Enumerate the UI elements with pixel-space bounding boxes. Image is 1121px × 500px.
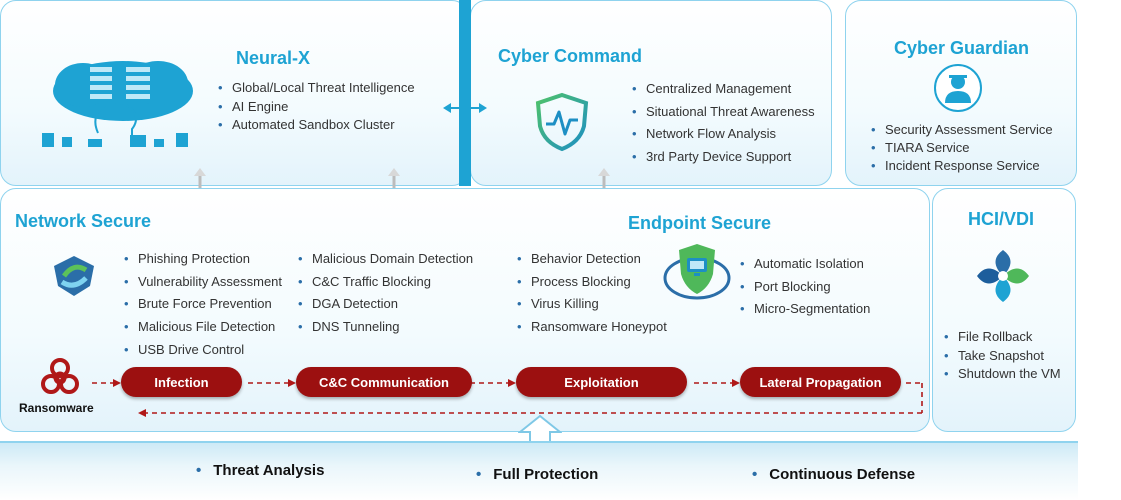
feature-item: Phishing Protection (124, 248, 282, 271)
endpoint-shield-icon (663, 244, 731, 300)
feature-item: Centralized Management (632, 78, 815, 101)
hci-vdi-panel (932, 188, 1076, 432)
feature-item: Malicious File Detection (124, 316, 282, 339)
feature-item: Automatic Isolation (740, 253, 870, 276)
service-person-icon (934, 64, 982, 112)
feature-item: Ransomware Honeypot (517, 316, 667, 339)
network-secure-title: Network Secure (15, 211, 152, 231)
endpoint-secure-title: Endpoint Secure (628, 213, 772, 233)
feature-item: USB Drive Control (124, 339, 282, 362)
kill-chain-flow (92, 379, 923, 417)
feature-item: File Rollback (944, 328, 1061, 347)
hci-vdi-features: File Rollback Take Snapshot Shutdown the… (944, 328, 1061, 384)
stage-lateral-propagation: Lateral Propagation (740, 367, 901, 397)
feature-item: Network Flow Analysis (632, 123, 815, 146)
feature-item: Situational Threat Awareness (632, 101, 815, 124)
feature-item: Port Blocking (740, 276, 870, 299)
panel-divider (459, 0, 471, 186)
feature-item: 3rd Party Device Support (632, 146, 815, 169)
feature-item: C&C Traffic Blocking (298, 271, 473, 294)
feature-item: DNS Tunneling (298, 316, 473, 339)
feature-item: Brute Force Prevention (124, 293, 282, 316)
service-item: Security Assessment Service (871, 121, 1053, 139)
network-secure-features-left: Phishing Protection Vulnerability Assess… (124, 248, 282, 362)
hci-vdi-title: HCI/VDI (968, 209, 1035, 229)
feature-item: AI Engine (218, 98, 415, 117)
bidirectional-arrow-icon (443, 103, 487, 113)
endpoint-secure-features-right: Automatic Isolation Port Blocking Micro-… (740, 253, 870, 321)
feature-item: Shutdown the VM (944, 365, 1061, 384)
feature-item: Behavior Detection (517, 248, 667, 271)
feature-item: Vulnerability Assessment (124, 271, 282, 294)
feature-item: Virus Killing (517, 293, 667, 316)
bottom-item-continuous-defense: •Continuous Defense (752, 466, 916, 483)
neural-x-features: Global/Local Threat Intelligence AI Engi… (218, 79, 415, 135)
feature-item: Malicious Domain Detection (298, 248, 473, 271)
feature-item: Automated Sandbox Cluster (218, 116, 415, 135)
cloud-brain-icon (42, 61, 193, 147)
endpoint-secure-features-left: Behavior Detection Process Blocking Viru… (517, 248, 667, 339)
network-shield-icon (54, 256, 94, 296)
bottom-item-threat-analysis: •Threat Analysis (196, 462, 325, 479)
feature-item: Process Blocking (517, 271, 667, 294)
cyber-guardian-title: Cyber Guardian (894, 38, 1030, 58)
neural-x-title: Neural-X (236, 48, 311, 68)
cyber-guardian-services: Security Assessment Service TIARA Servic… (871, 121, 1053, 175)
network-secure-features-right: Malicious Domain Detection C&C Traffic B… (298, 248, 473, 339)
biohazard-icon (41, 358, 79, 394)
cyber-command-features: Centralized Management Situational Threa… (632, 78, 815, 169)
cyber-command-title: Cyber Command (498, 46, 643, 66)
feature-item: Micro-Segmentation (740, 298, 870, 321)
feature-item: Take Snapshot (944, 347, 1061, 366)
stage-exploitation: Exploitation (516, 367, 687, 397)
service-item: TIARA Service (871, 139, 1053, 157)
stage-infection: Infection (121, 367, 242, 397)
stage-cnc-communication: C&C Communication (296, 367, 472, 397)
service-item: Incident Response Service (871, 157, 1053, 175)
bottom-item-full-protection: •Full Protection (476, 466, 599, 483)
heartbeat-shield-icon (535, 92, 589, 152)
hci-logo-icon (977, 250, 1029, 302)
bottom-band (0, 441, 1078, 500)
feature-item: Global/Local Threat Intelligence (218, 79, 415, 98)
ransomware-label: Ransomware (19, 401, 94, 415)
feature-item: DGA Detection (298, 293, 473, 316)
